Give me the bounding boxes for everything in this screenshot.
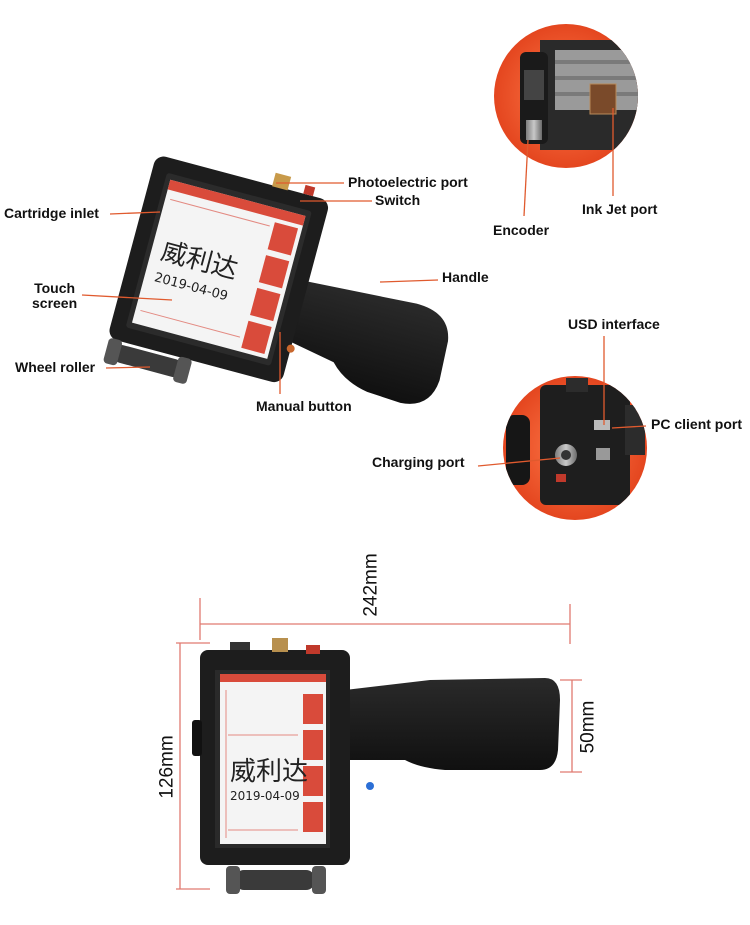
bottom-handle	[345, 678, 560, 770]
top-handle	[283, 277, 449, 404]
switch-label: Switch	[375, 192, 421, 208]
usd-interface-label: USD interface	[568, 316, 660, 332]
touch-screen-label-line1: Touch	[34, 280, 76, 296]
encoder-inset	[494, 24, 638, 168]
bottom-printer: 威利达 2019-04-09	[192, 638, 560, 894]
length-dimension-label: 242mm	[360, 553, 382, 617]
top-photoelectric-port-part	[272, 172, 292, 191]
top-printer: 威利达 2019-04-09	[103, 156, 449, 404]
ports-inset	[503, 376, 647, 520]
handle-label: Handle	[442, 269, 489, 285]
wheel-roller-label: Wheel roller	[15, 359, 96, 375]
encoder-label: Encoder	[493, 222, 550, 238]
top-wheel-roller	[103, 338, 192, 384]
bottom-screen-print-date: 2019-04-09	[230, 789, 300, 803]
handle-width-dimension-label: 50mm	[577, 700, 599, 754]
charging-port-label: Charging port	[372, 454, 465, 470]
cartridge-inlet-label: Cartridge inlet	[4, 205, 99, 221]
height-dimension-label: 126mm	[156, 735, 178, 799]
pc-port-part	[596, 448, 610, 460]
bottom-screen-print-text: 威利达	[230, 757, 308, 787]
ink-jet-port-label: Ink Jet port	[582, 201, 658, 217]
dimension-lines	[176, 598, 582, 890]
manual-button-label: Manual button	[256, 398, 352, 414]
top-manual-button	[286, 344, 295, 353]
touch-screen-label: Touch screen	[32, 281, 77, 310]
leader-lines	[81, 108, 647, 467]
bottom-manual-button	[366, 782, 374, 790]
bottom-photoelectric-port-part	[272, 638, 288, 652]
bottom-wheel-roller	[226, 866, 326, 894]
touch-screen-label-line2: screen	[32, 294, 78, 311]
photoelectric-port-label: Photoelectric port	[348, 174, 468, 190]
top-switch-part	[303, 184, 316, 197]
pc-client-port-label: PC client port	[651, 416, 743, 432]
bottom-switch-part	[306, 645, 320, 654]
usb-port-part	[594, 420, 610, 430]
